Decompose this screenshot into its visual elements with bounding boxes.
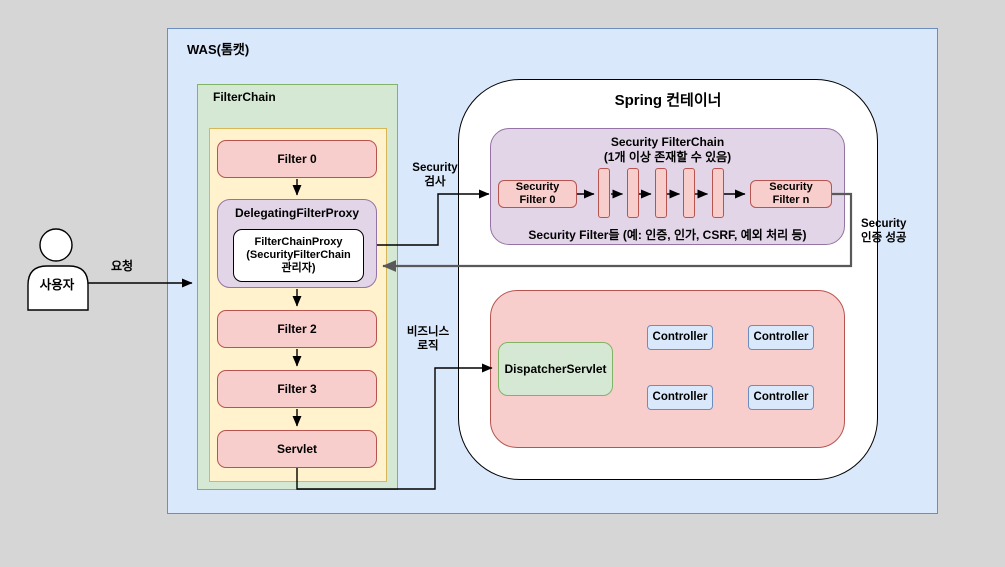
node-servlet: Servlet [217,430,377,468]
node-controller: Controller [647,385,713,410]
node-filter2: Filter 2 [217,310,377,348]
filterchain-inner-box [209,128,387,482]
node-filter-chain-proxy: FilterChainProxy (SecurityFilterChain 관리… [233,229,364,282]
user-label: 사용자 [39,278,75,292]
spring-container-title: Spring 컨테이너 [614,92,722,109]
node-delegating-filter-proxy: DelegatingFilterProxy FilterChainProxy (… [217,199,377,288]
security-filter-bar [683,168,695,218]
filterchain-title: FilterChain [213,90,276,104]
security-filter-bar [626,168,639,218]
node-security-filter0: Security Filter 0 [498,180,577,208]
request-label: 요청 [110,259,134,273]
security-check-label: Security 검사 [412,162,458,188]
business-logic-label: 비즈니스 로직 [406,326,450,352]
security-filterchain-caption: Security Filter들 (예: 인증, 인가, CSRF, 예외 처리… [528,228,807,242]
security-filterchain-title: Security FilterChain (1개 이상 존재할 수 있음) [603,135,732,164]
node-controller: Controller [748,385,814,410]
node-filter3: Filter 3 [217,370,377,408]
node-dispatcher-servlet: DispatcherServlet [498,342,613,396]
node-controller: Controller [647,325,713,350]
user-icon [27,228,89,311]
security-filter-bar [711,168,724,218]
security-success-label: Security 인증 성공 [861,218,907,244]
node-security-filter-n: Security Filter n [750,180,832,208]
delegating-filter-proxy-label: DelegatingFilterProxy [234,206,360,220]
security-filter-bar [655,168,667,218]
node-filter0: Filter 0 [217,140,377,178]
was-title: WAS(톰캣) [187,42,250,57]
security-filter-bar [598,168,610,218]
node-controller: Controller [748,325,814,350]
